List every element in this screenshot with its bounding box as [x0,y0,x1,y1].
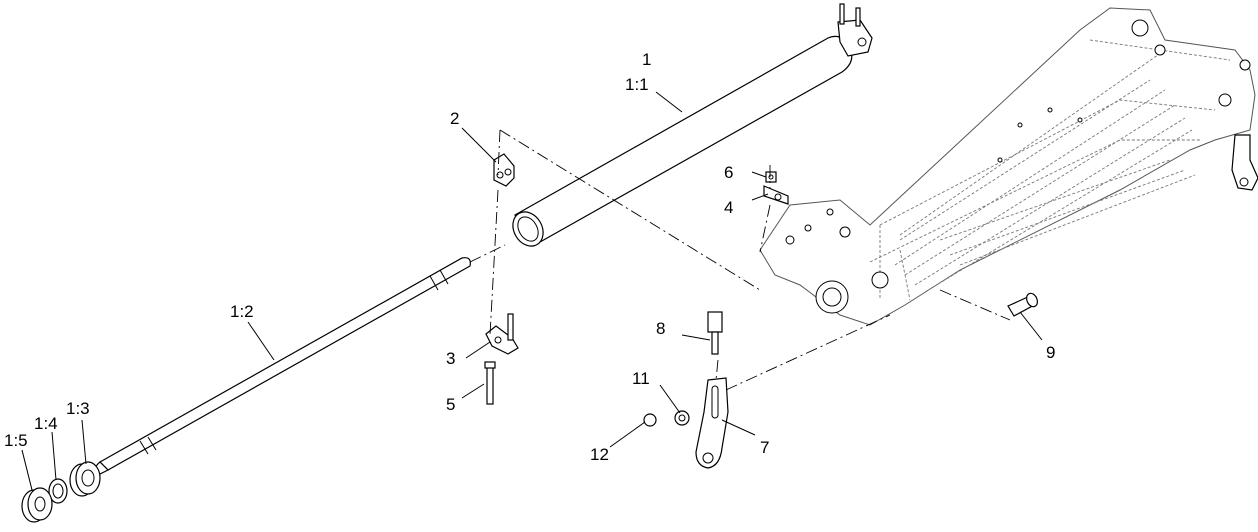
nut-part-6 [765,171,777,183]
callout-labels: 1 1:1 1:2 1:3 1:4 1:5 2 3 4 5 6 7 8 9 11… [4,50,1055,464]
callout-1-3: 1:3 [66,399,90,418]
bracket-part-3 [485,313,519,355]
roller-end-bracket [837,3,873,57]
callout-1-1: 1:1 [625,75,649,94]
callout-8: 8 [656,319,665,338]
leader-lines [21,91,1043,491]
callout-5: 5 [446,395,455,414]
bearing-1-3 [69,461,101,497]
screw-part-12 [643,413,657,427]
callout-4: 4 [724,198,733,217]
callout-1-5: 1:5 [4,431,28,450]
height-adjust-arm [1231,134,1258,191]
adjuster-bolt-part-8 [707,311,723,355]
seal-1-4 [48,478,68,504]
clamp-part-2 [493,153,515,187]
callout-3: 3 [446,349,455,368]
callout-1-4: 1:4 [34,414,58,433]
bearing-1-5 [21,487,53,523]
callout-7: 7 [760,438,769,457]
callout-6: 6 [724,163,733,182]
bracket-part-4 [763,185,789,205]
callout-12: 12 [590,445,609,464]
roller-shaft [95,257,471,475]
nut-part-11 [674,410,690,426]
callout-2: 2 [450,109,459,128]
alignment-lines [469,129,1011,391]
arm-part-7 [695,377,729,469]
callout-1: 1 [642,50,651,69]
cutting-unit-frame [759,7,1258,326]
pin-part-9 [1007,292,1039,317]
callout-1-2: 1:2 [230,302,254,321]
callout-11: 11 [632,369,650,388]
callout-9: 9 [1046,343,1055,362]
bolt-part-5 [484,361,496,405]
